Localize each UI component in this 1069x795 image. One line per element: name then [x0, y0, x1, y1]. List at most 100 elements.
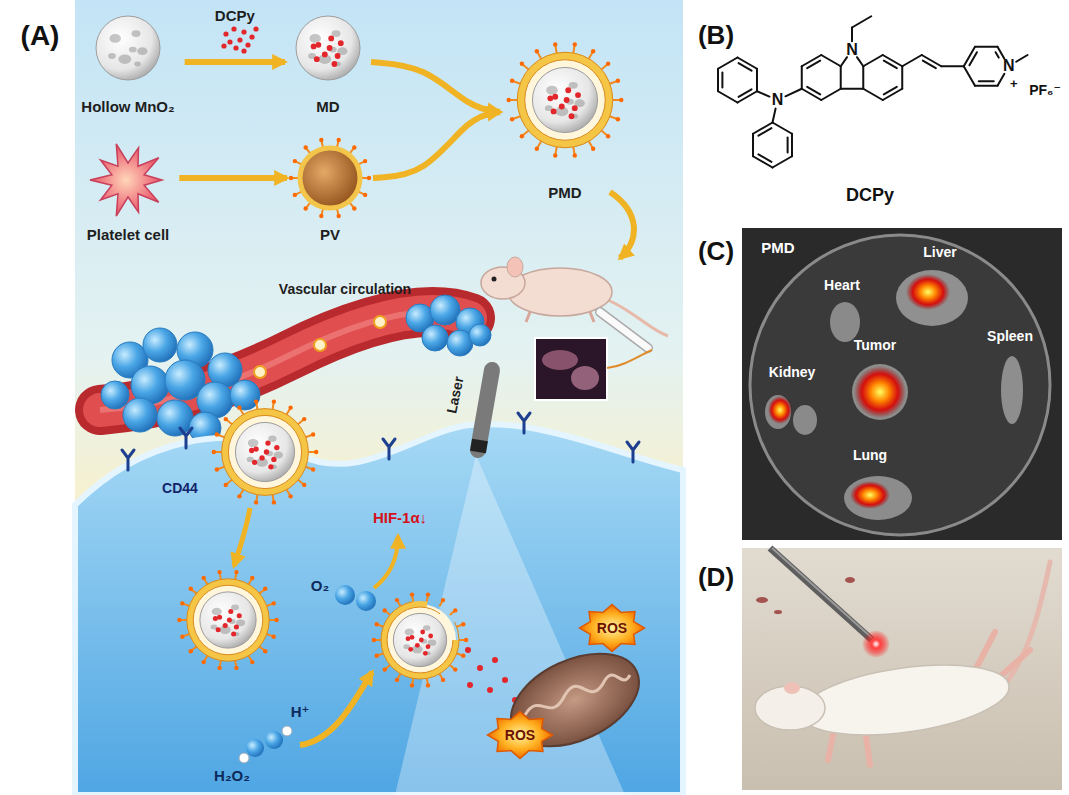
tumor-cell — [157, 400, 193, 436]
dye-dot — [492, 657, 498, 663]
membrane-protein — [453, 608, 457, 612]
double-bond — [923, 61, 936, 69]
membrane-protein — [272, 399, 276, 403]
dye-dot — [572, 105, 578, 111]
laser-fiber — [770, 548, 872, 640]
atom-label: N — [772, 91, 784, 109]
double-bond — [807, 61, 820, 69]
dye-dot — [487, 687, 493, 693]
dye-dot — [265, 440, 270, 445]
membrane-protein — [619, 98, 623, 102]
ring-bond — [821, 55, 840, 66]
pore — [212, 608, 222, 616]
dye-dot — [234, 624, 239, 629]
membrane-protein — [520, 134, 524, 138]
lipid-bilayer — [517, 52, 612, 147]
organ-label: Spleen — [987, 328, 1033, 344]
membrane-protein — [520, 62, 524, 66]
double-bond — [739, 89, 752, 97]
bond — [757, 91, 769, 96]
tumor-cell — [123, 398, 157, 432]
membrane-protein — [212, 450, 216, 454]
tumor-cell — [230, 380, 260, 410]
dye-dot — [245, 42, 250, 47]
edge-label: DCPy — [215, 7, 255, 24]
flow-arrow — [185, 59, 285, 65]
membrane-protein — [217, 570, 221, 574]
compound-name: DCPy — [846, 185, 894, 206]
membrane-protein — [367, 176, 371, 180]
double-bond — [969, 52, 977, 65]
panel-background — [75, 0, 683, 795]
pore — [134, 62, 140, 67]
tumor-cell — [101, 381, 129, 409]
dye-dot — [420, 630, 425, 635]
organ — [1001, 356, 1023, 424]
ring-bond — [840, 66, 842, 89]
membrane-protein — [189, 649, 193, 653]
tumor-cell — [422, 325, 448, 351]
organ — [765, 395, 791, 429]
double-bond — [979, 80, 994, 82]
organ-label: Kidney — [769, 364, 816, 380]
membrane-protein — [189, 587, 193, 591]
tissue — [542, 350, 578, 370]
double-bond — [739, 63, 752, 71]
process-arrow — [234, 508, 250, 566]
membrane-protein — [395, 678, 399, 682]
membrane-protein — [383, 667, 387, 671]
double-bond — [884, 87, 897, 95]
tumor-cell-membrane — [75, 424, 683, 795]
double-bond — [721, 73, 723, 88]
ros-burst — [488, 712, 553, 759]
pore — [109, 34, 121, 43]
fiber-wire — [607, 350, 652, 368]
organ — [852, 364, 908, 420]
rat-ear — [784, 682, 800, 694]
dye-dot — [564, 97, 570, 103]
membrane-protein — [616, 79, 620, 83]
pore — [546, 86, 558, 95]
node-label: PV — [320, 226, 340, 244]
tumor-cell — [143, 328, 177, 362]
double-bond — [758, 128, 771, 135]
ring-bond — [863, 55, 882, 66]
tumor-cell — [469, 324, 491, 346]
dye-dot — [408, 647, 413, 652]
bond — [785, 89, 801, 97]
membrane-protein — [535, 49, 539, 53]
ring-bond — [901, 66, 903, 89]
pore — [309, 34, 321, 43]
lipid-bilayer — [387, 607, 453, 673]
membrane-protein — [319, 214, 323, 218]
laser-spot — [862, 630, 890, 658]
molecule-label: H₂O₂ — [214, 767, 250, 784]
pore — [423, 625, 430, 631]
dye-dot — [565, 87, 571, 93]
dye-dot — [335, 53, 341, 59]
hollow-sphere — [532, 67, 597, 132]
dye-dot — [328, 36, 334, 42]
fluorescence-signal — [850, 481, 890, 509]
membrane-protein — [553, 42, 557, 46]
membrane-protein — [535, 147, 539, 151]
bond — [941, 65, 964, 67]
dye-dot — [502, 677, 508, 683]
fluorescence-signal — [768, 396, 792, 424]
mitochondrial-cristae — [525, 675, 630, 715]
membrane-protein — [426, 592, 430, 596]
lipid-bilayer — [300, 148, 360, 208]
membrane-protein — [311, 467, 315, 471]
membrane-protein — [319, 138, 323, 142]
ros-burst — [580, 605, 645, 652]
membrane-protein — [224, 483, 228, 487]
membrane-protein — [383, 608, 387, 612]
cd44-receptor — [518, 413, 530, 433]
oxygen-molecule — [335, 585, 355, 605]
membrane-protein — [591, 49, 595, 53]
process-arrow — [374, 536, 398, 588]
pore — [569, 82, 578, 89]
membrane-protein — [234, 570, 238, 574]
dye-dot — [274, 445, 279, 450]
